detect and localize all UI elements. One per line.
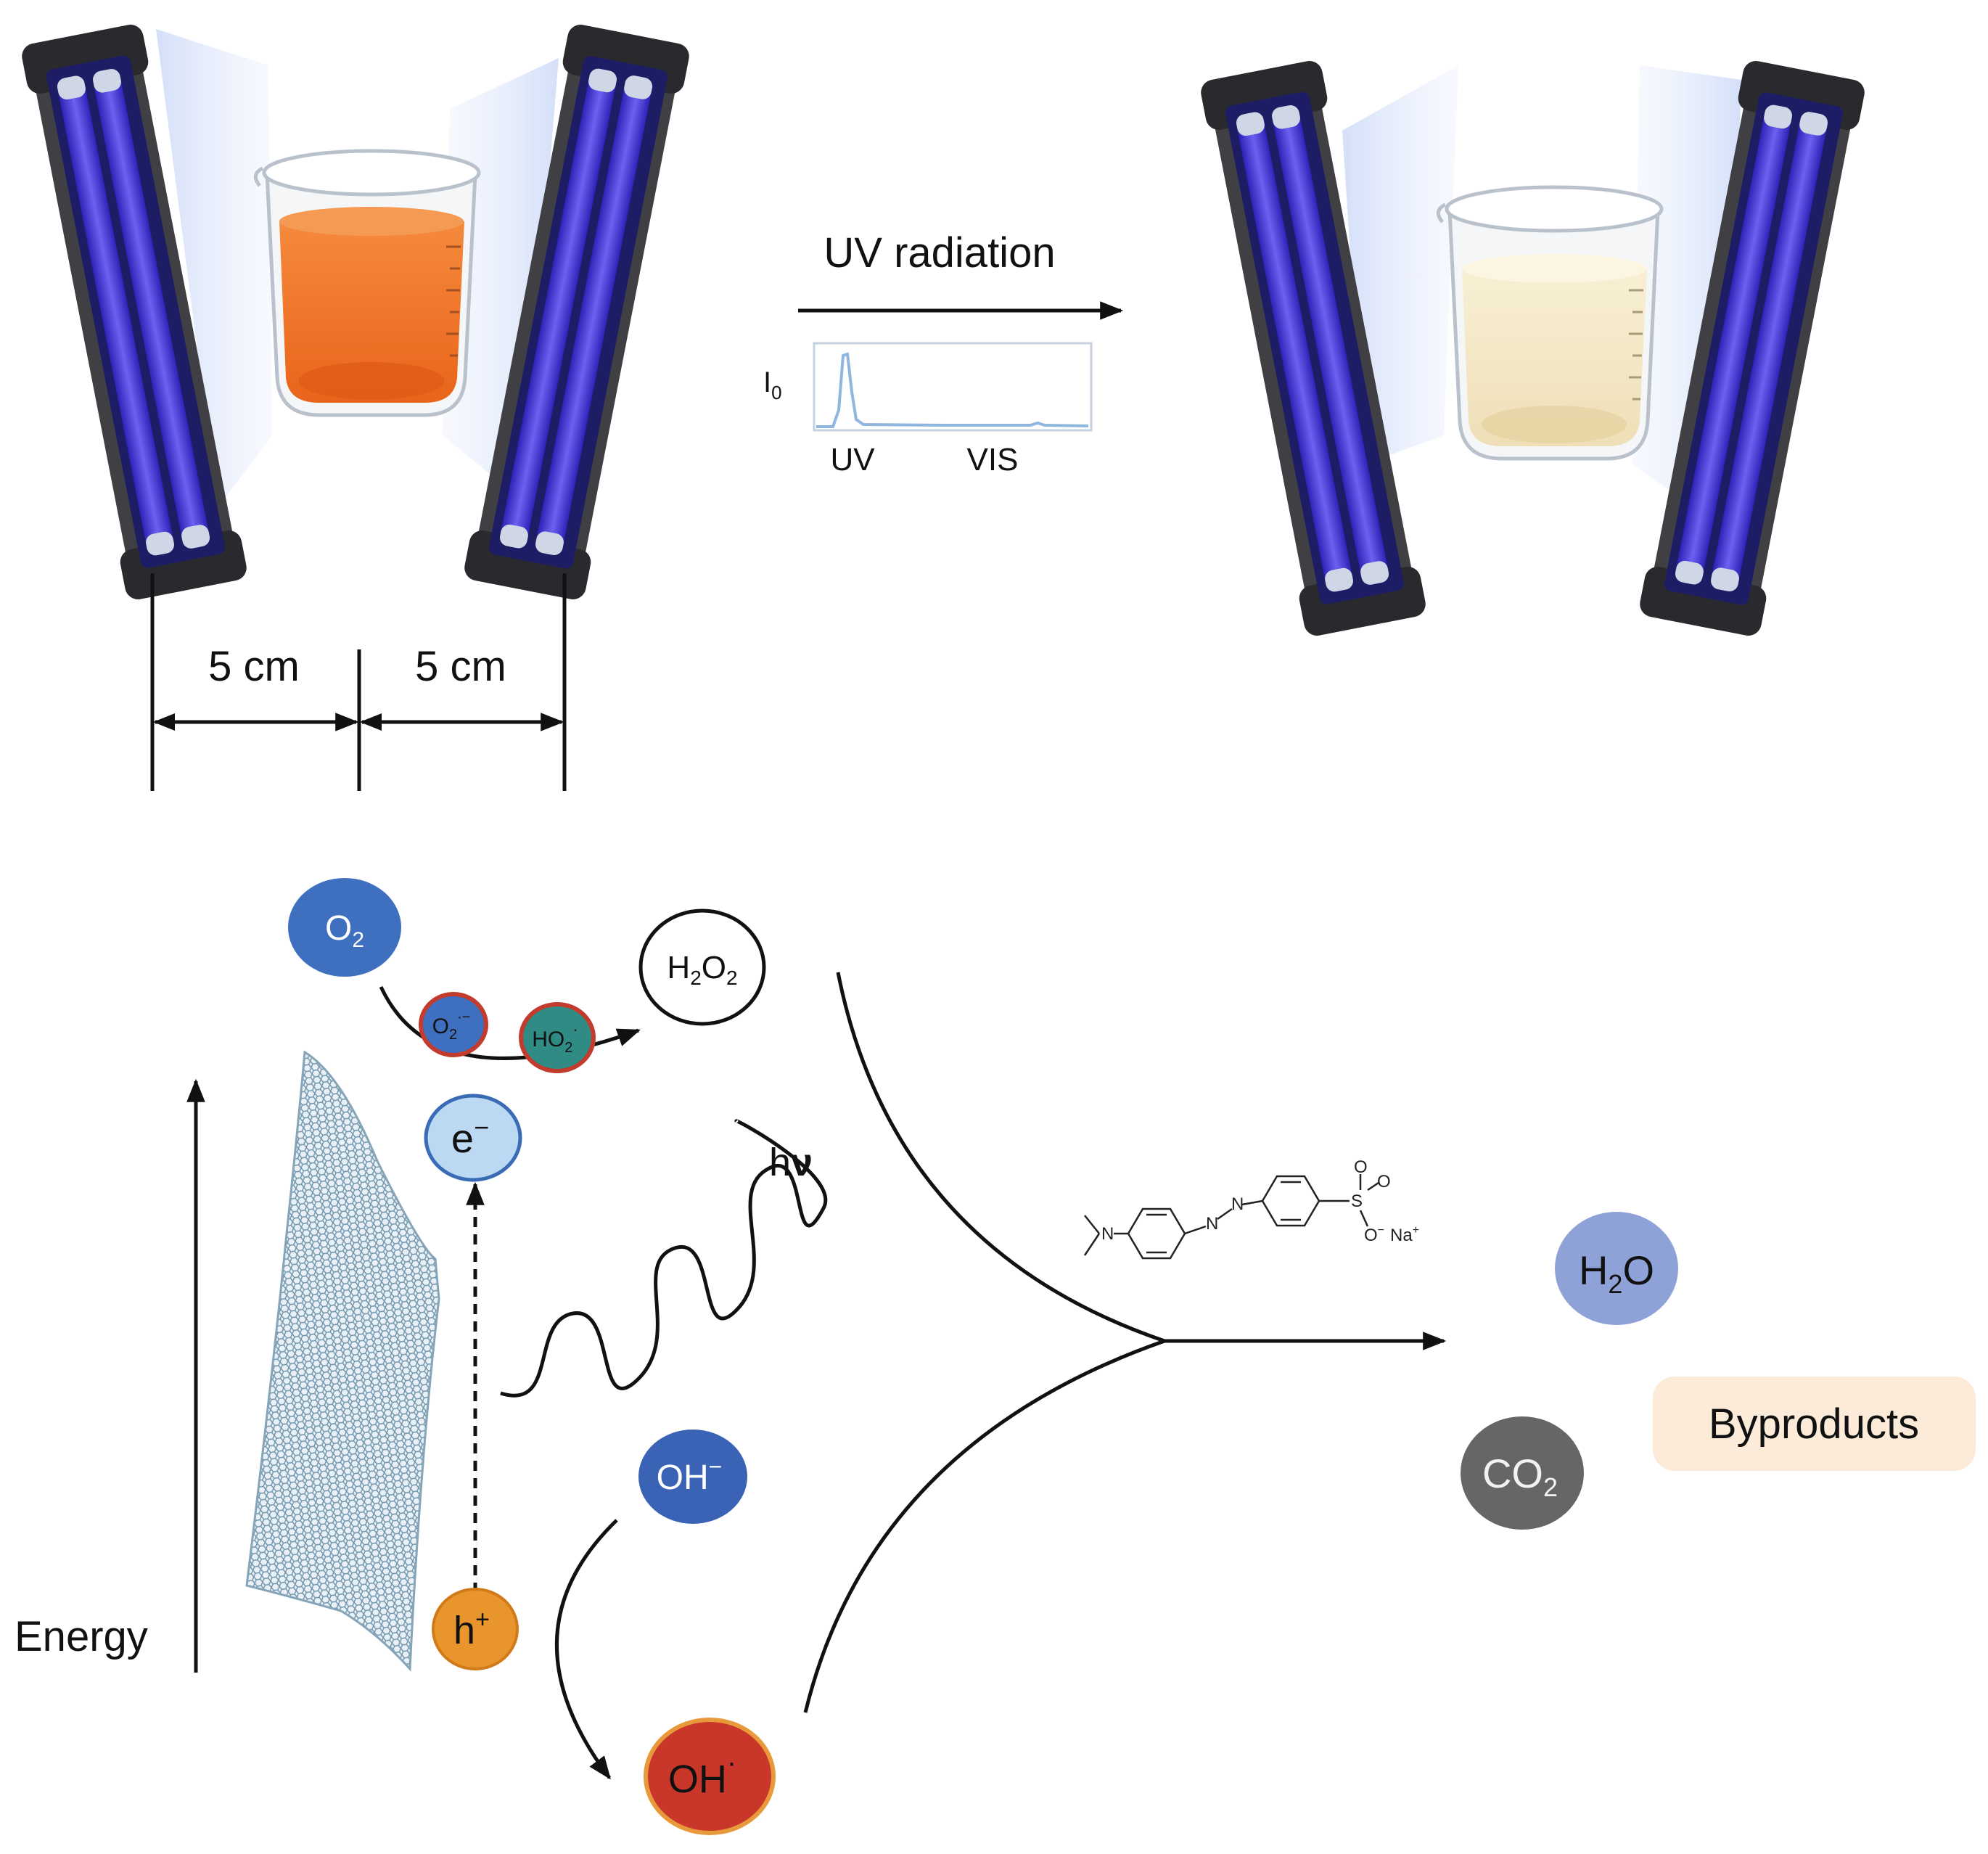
o2-molecule — [288, 878, 401, 977]
hole-label: h+ — [453, 1606, 490, 1652]
co2-label: CO2 — [1482, 1451, 1558, 1502]
svg-text:O−Na+: O−Na+ — [1364, 1224, 1419, 1245]
uv-glow-left-lamp-1 — [156, 29, 272, 508]
svg-text:N: N — [1101, 1224, 1114, 1244]
svg-text:O: O — [1354, 1157, 1368, 1177]
svg-text:S: S — [1351, 1191, 1363, 1211]
dye-structure-labels: N N N S O O O−Na+ — [1101, 1157, 1419, 1245]
hydroxyl-radical — [644, 1718, 776, 1835]
photon-wave — [500, 1119, 828, 1398]
oxidation-arrow — [554, 1519, 618, 1780]
co2-molecule — [1461, 1416, 1584, 1530]
energy-axis-label: Energy — [15, 1613, 148, 1660]
byproducts-box — [1653, 1377, 1976, 1471]
water-label: H2O — [1579, 1247, 1654, 1299]
uv-lamp-left-b — [464, 25, 689, 599]
svg-text:N: N — [1206, 1214, 1218, 1234]
electron-label: e− — [451, 1112, 489, 1161]
superoxide-label: O2·− — [432, 1009, 471, 1043]
o2-label: O2 — [325, 909, 364, 952]
distance-label-left: 5 cm — [208, 643, 300, 690]
distance-indicator: 5 cm 5 cm — [150, 573, 567, 791]
svg-text:O: O — [1377, 1172, 1391, 1191]
spectrum-y-label: I0 — [763, 366, 782, 403]
beaker-dye-solution — [253, 149, 481, 417]
h2o2-label: H2O2 — [667, 950, 737, 989]
uv-lamp-left-a — [22, 25, 247, 599]
hole — [432, 1588, 519, 1670]
superoxide-radical — [419, 992, 488, 1057]
distance-label-right: 5 cm — [415, 643, 506, 690]
reaction-curve-top — [836, 972, 1165, 1343]
beaker-degraded-solution — [1436, 185, 1664, 461]
hydroxyl-radical-label: OH· — [668, 1747, 736, 1801]
spectrum-tick-vis: VIS — [967, 442, 1019, 477]
electron — [424, 1094, 522, 1182]
dye-structure — [1083, 1174, 1379, 1260]
uv-radiation-label: UV radiation — [823, 229, 1055, 276]
spectrum-tick-uv: UV — [830, 442, 875, 477]
uv-lamp-right-b — [1640, 61, 1865, 636]
photocatalyst-sheet — [245, 1050, 440, 1672]
svg-text:N: N — [1231, 1194, 1244, 1214]
hydroxide-ion — [638, 1430, 747, 1524]
uv-lamp-right-a — [1201, 61, 1426, 636]
hydroxide-label: OH− — [657, 1453, 723, 1497]
hydroperoxyl-radical — [519, 1002, 596, 1073]
photon-label: hν — [769, 1141, 813, 1184]
emission-spectrum-inset: I0 UV VIS — [763, 342, 1093, 477]
h2o2-molecule — [638, 908, 766, 1026]
water-molecule — [1555, 1212, 1678, 1325]
hydroperoxyl-label: HO2· — [532, 1020, 578, 1056]
reaction-curve-bottom — [803, 1339, 1165, 1713]
byproducts-label: Byproducts — [1709, 1400, 1919, 1448]
